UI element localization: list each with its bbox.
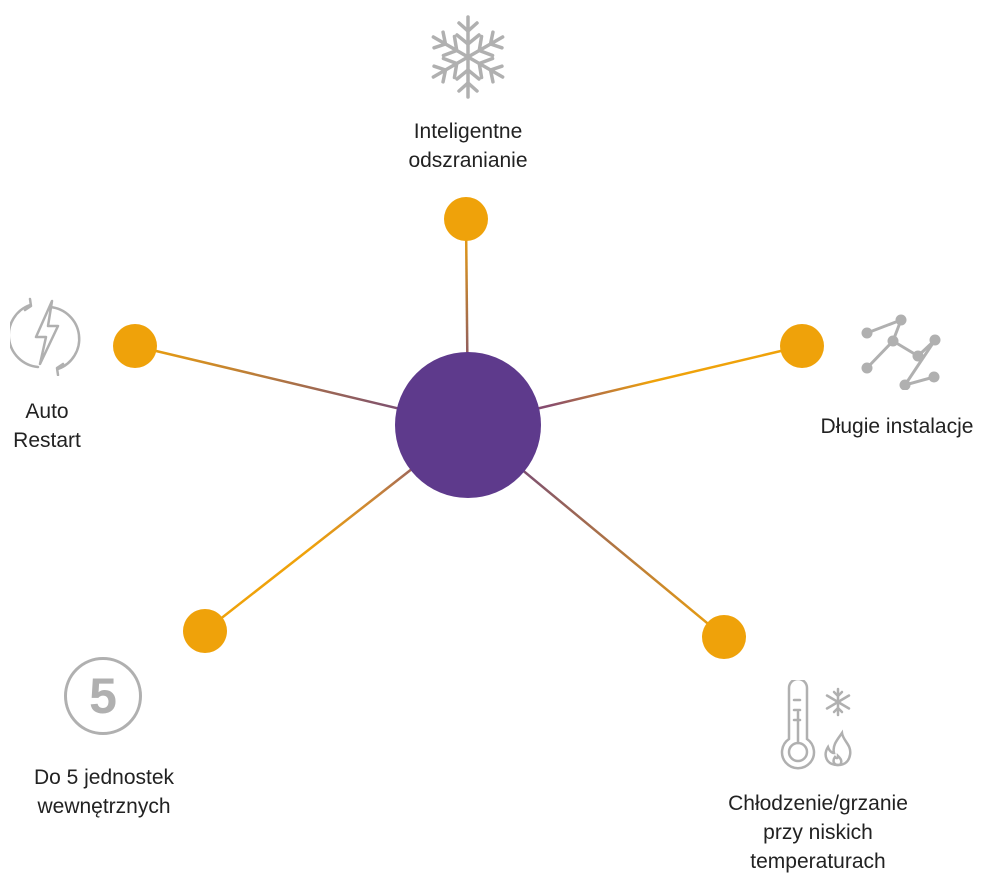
label-low-temp-line-2: przy niskich — [763, 821, 873, 844]
central-hub — [395, 352, 541, 498]
label-long-installs-line-1: Długie instalacje — [820, 415, 974, 438]
label-low-temp: Chłodzenie/grzanie przy niskich temperat… — [700, 789, 936, 876]
label-auto-restart-line-1: Auto — [25, 400, 69, 423]
node-bottom-left — [183, 609, 227, 653]
snowflake-icon — [426, 15, 510, 99]
label-defrost-line-1: Inteligentne — [413, 120, 523, 143]
node-bottom-right — [702, 615, 746, 659]
label-low-temp-line-3: temperaturach — [750, 850, 886, 873]
label-defrost: Inteligentne odszranianie — [383, 117, 553, 175]
label-low-temp-line-1: Chłodzenie/grzanie — [728, 792, 908, 815]
label-long-installs: Długie instalacje — [808, 412, 986, 441]
label-indoor-units-line-2: wewnętrznych — [37, 795, 171, 818]
node-top — [444, 197, 488, 241]
label-auto-restart: Auto Restart — [0, 397, 94, 455]
label-defrost-line-2: odszranianie — [408, 149, 528, 172]
power-restart-icon — [10, 297, 81, 376]
network-icon — [861, 314, 941, 390]
node-left — [113, 324, 157, 368]
five-circle-icon: 5 — [64, 657, 142, 735]
label-auto-restart-line-2: Restart — [13, 429, 81, 452]
label-indoor-units: Do 5 jednostek wewnętrznych — [4, 763, 204, 821]
thermometer-icon — [780, 680, 852, 770]
label-indoor-units-line-1: Do 5 jednostek — [33, 766, 175, 789]
node-right — [780, 324, 824, 368]
